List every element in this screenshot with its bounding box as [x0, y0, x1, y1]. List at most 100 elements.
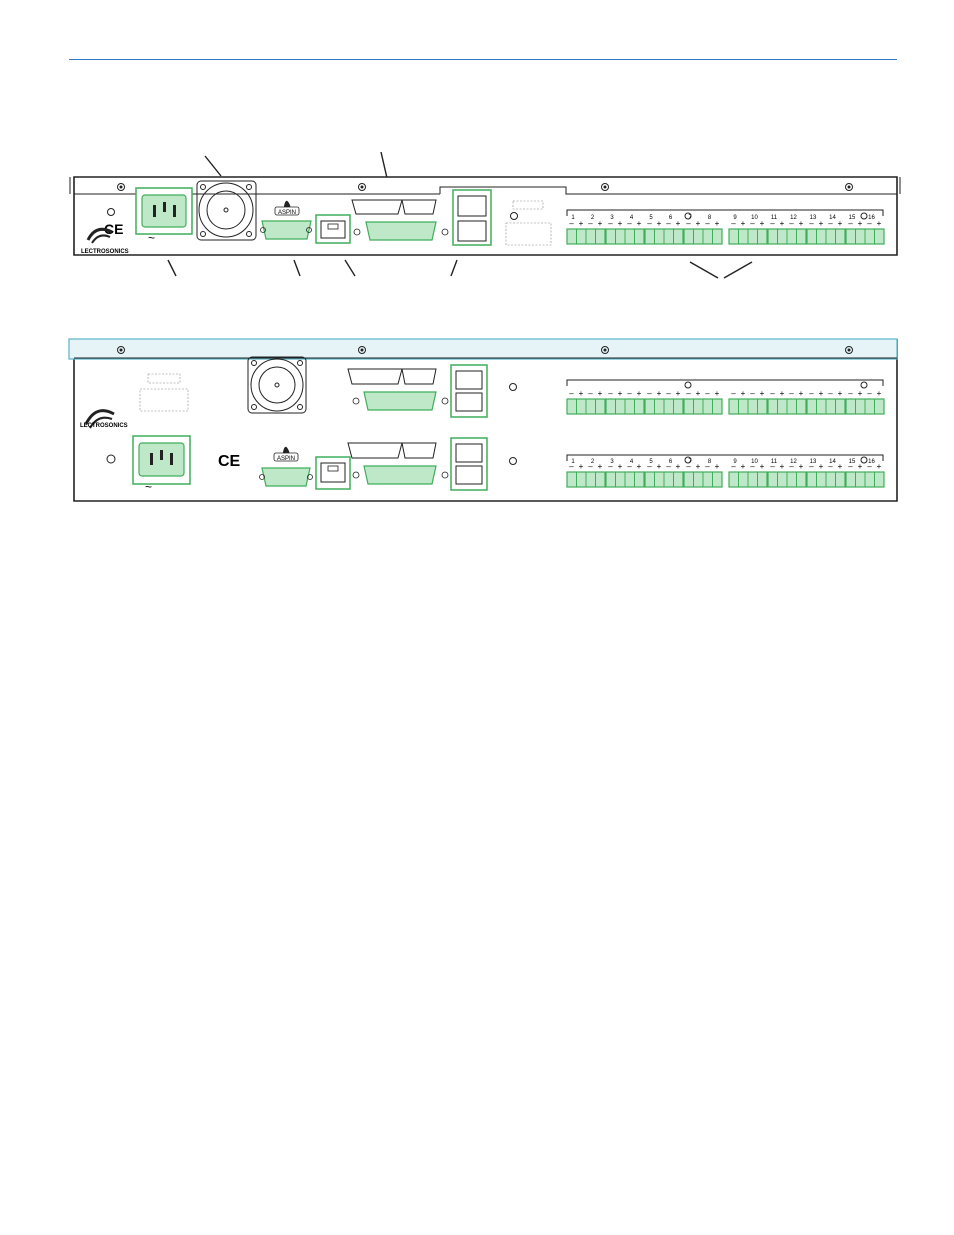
db25-connector-icon[interactable]	[352, 465, 449, 485]
polarity-mark: +	[696, 389, 701, 398]
aspin-port[interactable]: ASPIN	[260, 200, 312, 240]
polarity-mark: +	[676, 389, 681, 398]
ce-mark: CE	[218, 453, 241, 470]
terminal-block-icon[interactable]	[728, 228, 768, 245]
db15-connector-icon[interactable]	[401, 368, 437, 385]
screw-icon	[601, 346, 609, 354]
iec-power-inlet-icon[interactable]	[132, 435, 191, 485]
header-rule	[69, 59, 897, 60]
polarity-mark: +	[637, 389, 642, 398]
polarity-mark: –	[686, 389, 691, 398]
db15-connector-icon[interactable]	[401, 199, 437, 215]
polarity-mark: +	[598, 389, 603, 398]
polarity-mark: +	[780, 219, 785, 228]
polarity-mark: –	[828, 389, 833, 398]
terminal-block-icon[interactable]	[644, 398, 684, 415]
db25-connector-icon[interactable]	[347, 442, 403, 459]
terminal-block-icon[interactable]	[806, 228, 846, 245]
terminal-block-icon[interactable]	[845, 398, 885, 415]
polarity-mark: +	[838, 219, 843, 228]
polarity-mark: –	[789, 462, 794, 471]
terminal-block-icon[interactable]	[644, 228, 684, 245]
terminal-block-icon[interactable]	[806, 471, 846, 488]
terminal-number: 1	[571, 215, 575, 221]
terminal-block-icon[interactable]	[728, 398, 768, 415]
terminal-block-icon[interactable]	[605, 228, 645, 245]
screw-icon	[684, 212, 692, 220]
label-area	[147, 373, 181, 384]
screw-icon	[860, 212, 868, 220]
callout-lines	[167, 151, 753, 279]
terminal-number: 6	[669, 215, 673, 221]
terminal-block-icon[interactable]	[767, 228, 807, 245]
terminal-block-icon[interactable]	[566, 398, 606, 415]
polarity-mark: +	[598, 219, 603, 228]
polarity-mark: +	[838, 462, 843, 471]
screw-icon	[358, 346, 366, 354]
db9-connector-icon[interactable]	[259, 467, 313, 487]
terminal-block-icon[interactable]	[683, 471, 723, 488]
terminal-block-icon[interactable]	[683, 398, 723, 415]
db9-connector-icon[interactable]	[260, 220, 312, 240]
terminal-block-icon[interactable]	[845, 471, 885, 488]
ground-screw-icon	[106, 454, 116, 464]
terminal-number: 6	[669, 459, 673, 465]
db25-connector-icon[interactable]	[347, 368, 403, 385]
screw-icon	[845, 346, 853, 354]
aspin-port[interactable]: ASPIN	[259, 446, 313, 487]
screw-icon	[117, 183, 125, 191]
terminal-number: 8	[708, 215, 712, 221]
polarity-mark: –	[731, 389, 736, 398]
terminal-block-icon[interactable]	[566, 471, 606, 488]
screw-icon	[845, 183, 853, 191]
db25-connector-icon[interactable]	[351, 199, 403, 215]
terminal-block-icon[interactable]	[728, 471, 768, 488]
terminal-block-icon[interactable]	[806, 398, 846, 415]
rear-panel-2: LECTROSONICS ~ CE	[68, 338, 898, 502]
link-port-pair[interactable]	[450, 364, 488, 418]
terminal-block-icon[interactable]	[605, 398, 645, 415]
rack-ear-highlight	[68, 338, 898, 360]
ground-screw-icon	[509, 383, 517, 391]
polarity-mark: +	[618, 389, 623, 398]
polarity-mark: –	[608, 389, 613, 398]
polarity-mark: +	[715, 462, 720, 471]
terminal-block-icon[interactable]	[605, 471, 645, 488]
polarity-mark: +	[657, 389, 662, 398]
polarity-mark: –	[770, 462, 775, 471]
screw-icon	[684, 456, 692, 464]
terminal-block-row[interactable]: –+–+–+–+–+–+–+–+–+–+–+–+–+–+–+–+	[566, 379, 885, 415]
rj45-jack-icon[interactable]	[315, 456, 351, 490]
polarity-mark: –	[705, 219, 710, 228]
terminal-block-icon[interactable]	[767, 471, 807, 488]
polarity-mark: –	[789, 219, 794, 228]
logo-icon	[84, 409, 115, 429]
iec-power-inlet-icon[interactable]	[135, 187, 193, 235]
db15-connector-icon[interactable]	[401, 442, 437, 459]
polarity-mark: –	[867, 462, 872, 471]
polarity-mark: –	[770, 219, 775, 228]
link-port-pair[interactable]	[450, 437, 488, 491]
terminal-block-icon[interactable]	[566, 228, 606, 245]
terminal-block-icon[interactable]	[845, 228, 885, 245]
polarity-mark: +	[780, 462, 785, 471]
polarity-mark: +	[618, 462, 623, 471]
rj45-jack-icon[interactable]	[315, 214, 351, 244]
ac-symbol: ~	[145, 480, 152, 494]
callout-line-terminals-left	[689, 261, 719, 279]
polarity-mark: +	[637, 462, 642, 471]
terminal-block-icon[interactable]	[683, 228, 723, 245]
polarity-mark: –	[627, 389, 632, 398]
terminal-number: 3	[610, 215, 614, 221]
terminal-block-icon[interactable]	[767, 398, 807, 415]
terminal-block-icon[interactable]	[644, 471, 684, 488]
link-port-pair[interactable]	[452, 189, 492, 246]
db25-connector-icon[interactable]	[352, 391, 449, 411]
terminal-number: 4	[630, 215, 634, 221]
db25-connector-icon[interactable]	[353, 221, 449, 241]
polarity-mark: +	[579, 462, 584, 471]
polarity-mark: +	[819, 462, 824, 471]
